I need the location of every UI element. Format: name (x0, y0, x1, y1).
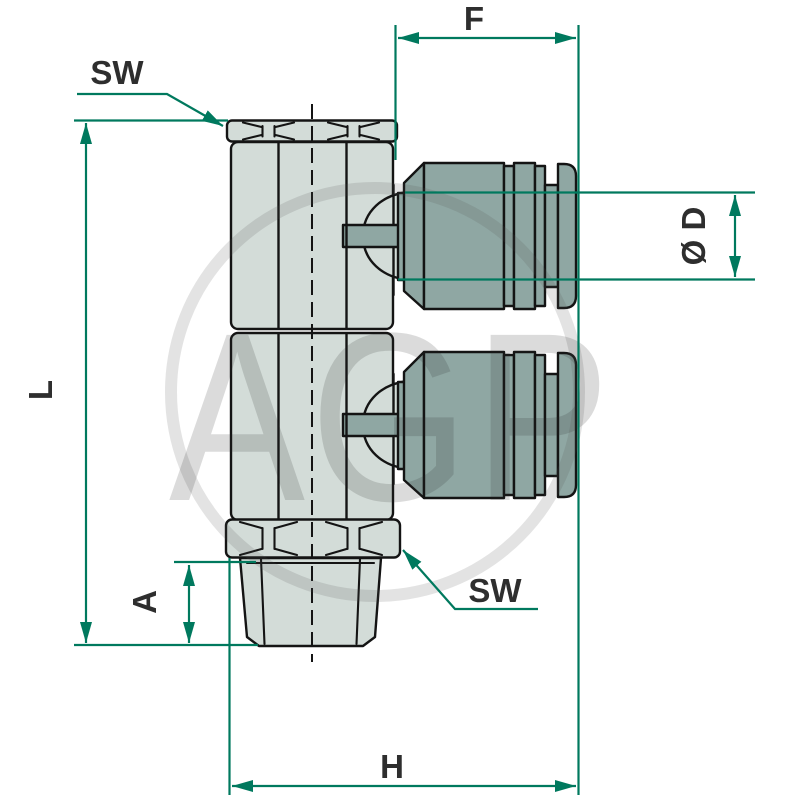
dimension-A: A (126, 560, 256, 643)
watermark-text: AGP (169, 283, 615, 551)
leader-line (77, 92, 224, 127)
hex-nut-top-facets (241, 121, 381, 141)
fitting-body (224, 104, 578, 662)
label-SW-top: SW (90, 54, 144, 91)
leader-line (402, 549, 538, 611)
hex-nut-bottom-facets (238, 520, 384, 557)
connector-release-cap (556, 351, 578, 499)
connector-cylinder (422, 161, 506, 311)
label-SW-bottom: SW (468, 572, 522, 609)
dimension-H: H (228, 558, 576, 795)
stud-outline (238, 556, 383, 648)
watermark: AGP (165, 182, 615, 602)
stud-thread-lines (245, 557, 376, 646)
dimension-F: F (394, 0, 580, 795)
dimension-label-H: H (380, 748, 404, 785)
dimension-label-D: Ø D (675, 207, 712, 266)
leader-SW-top: SW (77, 54, 224, 127)
dimension-label-F: F (464, 0, 484, 37)
push-in-connector-upper (341, 161, 578, 311)
connector-cylinder (422, 350, 506, 500)
push-in-connector-lower (341, 350, 578, 500)
connector-release-cap (556, 162, 578, 310)
dimension-label-L: L (22, 380, 59, 400)
threaded-stud (238, 556, 383, 648)
leader-SW-bottom: SW (402, 549, 538, 611)
dimension-label-A: A (126, 590, 163, 614)
dimension-D: Ø D (398, 191, 755, 281)
